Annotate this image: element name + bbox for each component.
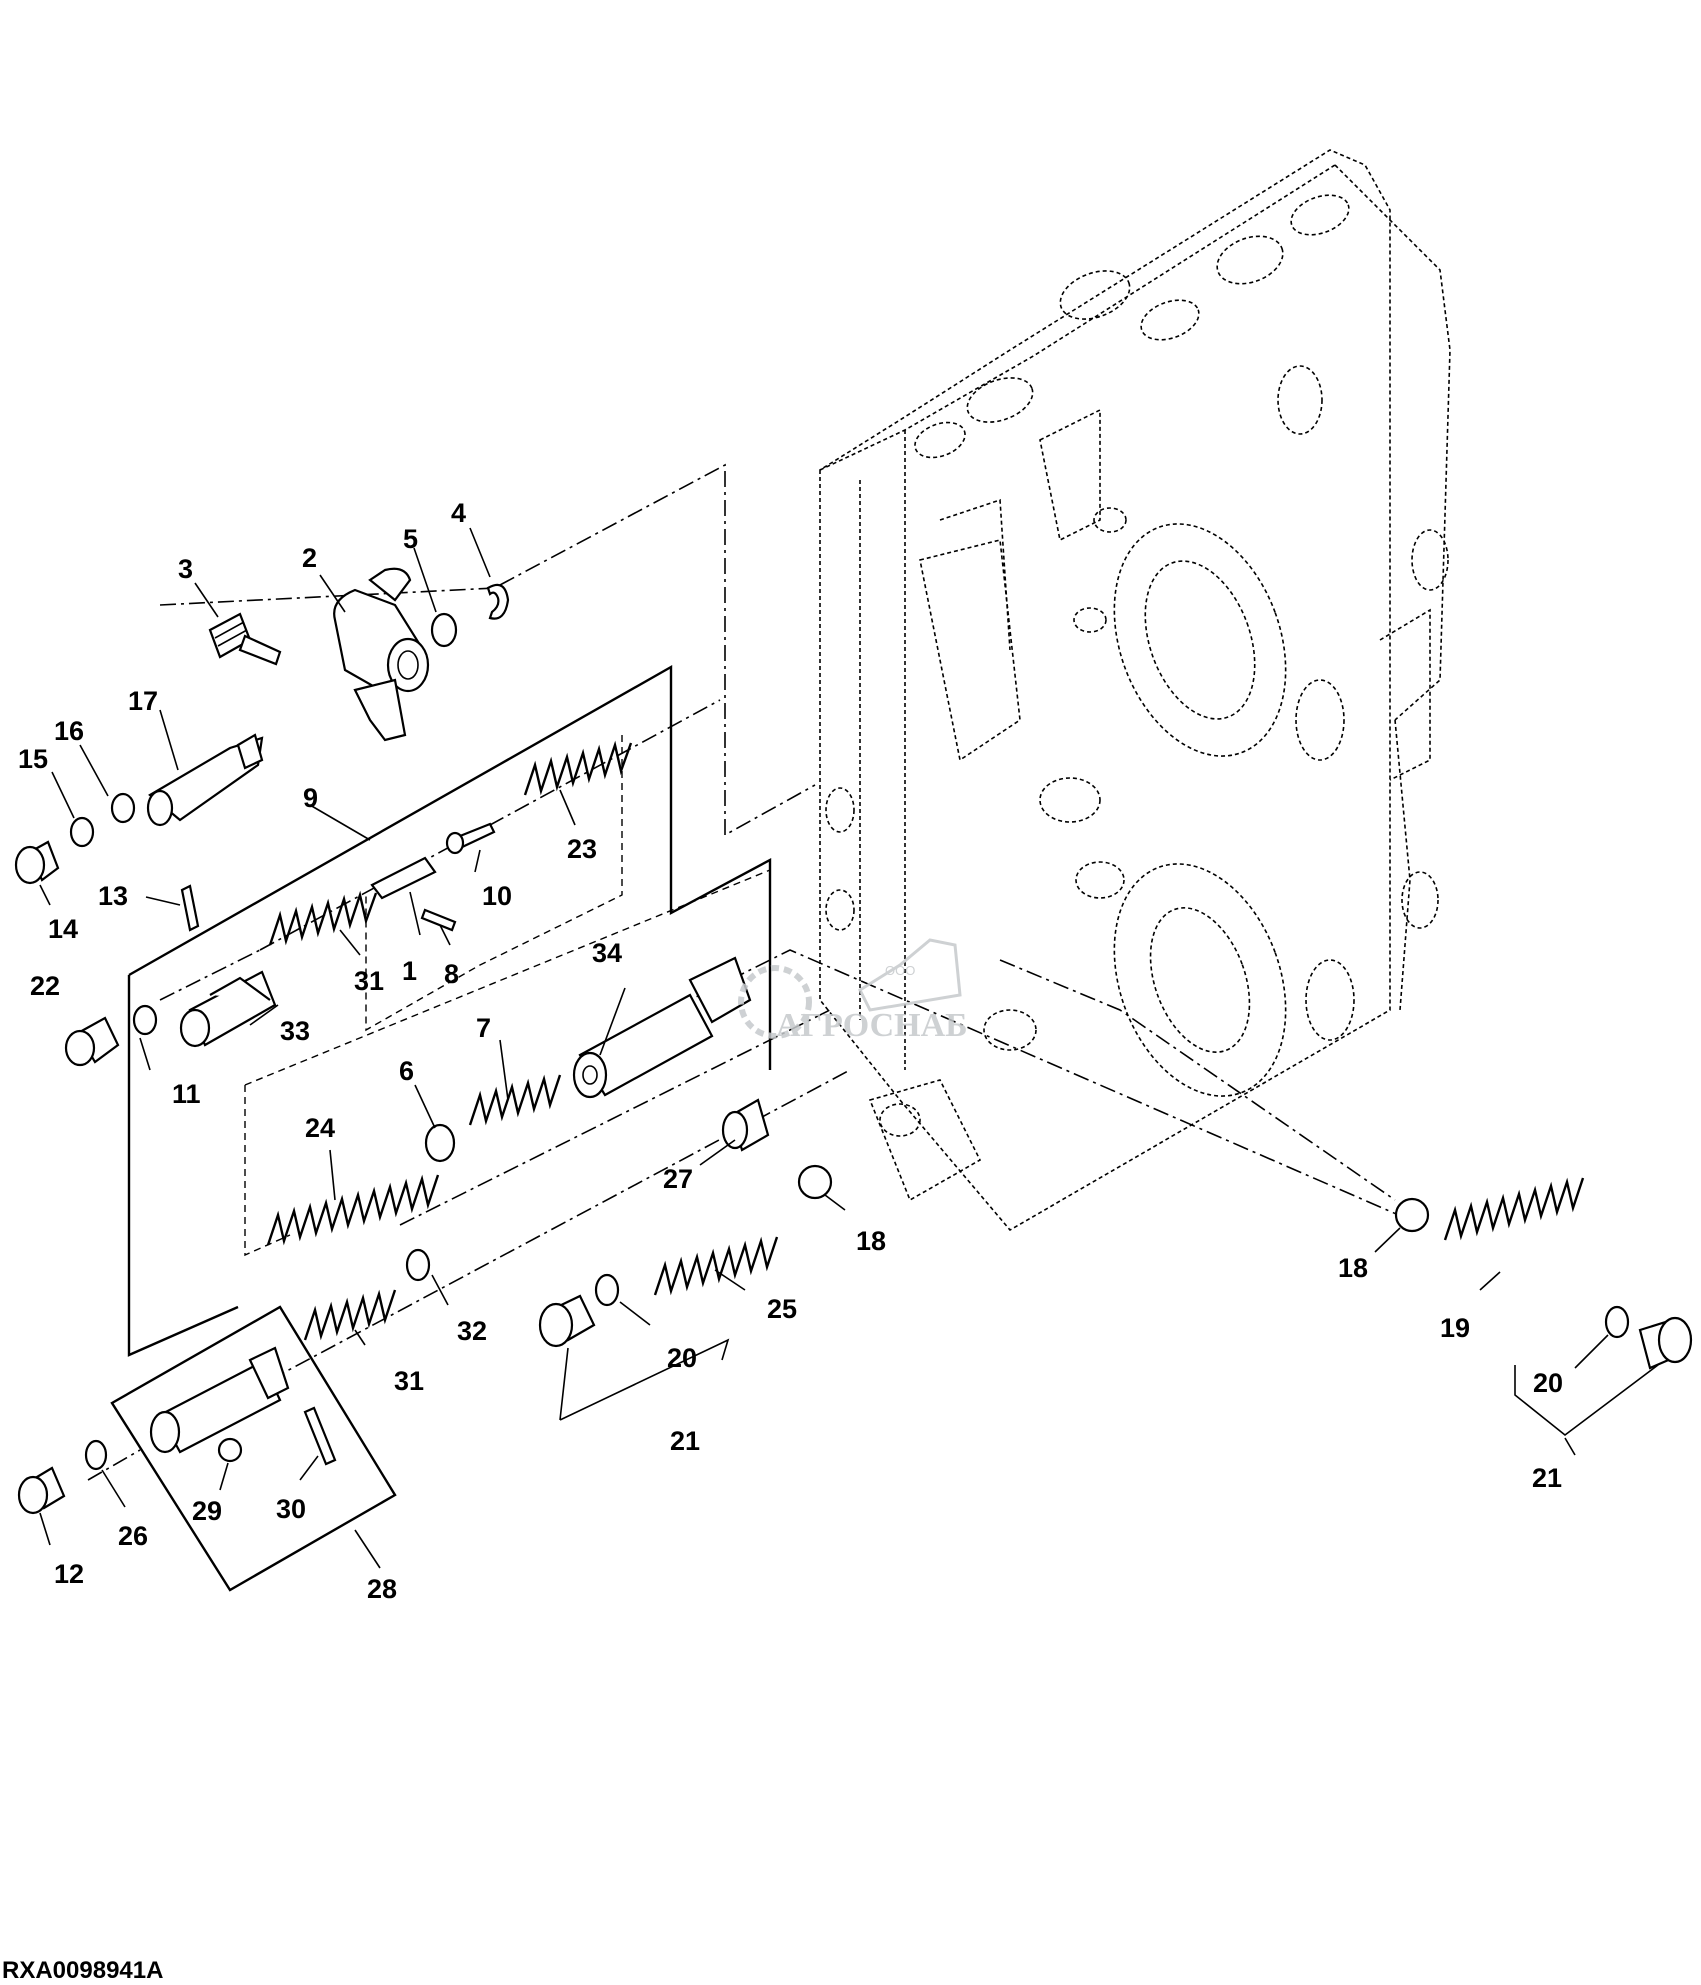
part-21-plug-right [1638, 1316, 1693, 1370]
part-13-pin [180, 884, 200, 932]
callout-21-center: 21 [670, 1426, 700, 1456]
part-34-spool [572, 956, 752, 1099]
part-26-o-ring [84, 1439, 108, 1471]
part-5-o-ring [430, 612, 458, 648]
part-19-spring [1443, 1177, 1585, 1241]
inner-dashed-boxes [244, 735, 771, 1257]
part-31-spring-upper [268, 890, 378, 946]
part-12-plug [17, 1466, 66, 1515]
callout-16: 16 [54, 716, 84, 746]
part-8-pin [420, 908, 457, 932]
callout-labels: 1 2 3 4 5 6 7 8 9 10 11 12 13 14 15 16 1… [18, 498, 1563, 1604]
callout-26: 26 [118, 1521, 148, 1551]
part-18-ball-right [1394, 1197, 1430, 1233]
part-27-bushing [721, 1098, 770, 1152]
part-3-screw [208, 612, 282, 666]
callout-31-lower: 31 [394, 1366, 424, 1396]
figure-id: RXA0098941A [2, 1957, 163, 1984]
part-33-spool [179, 970, 277, 1048]
callout-29: 29 [192, 1496, 222, 1526]
callout-8: 8 [444, 959, 459, 989]
part-10-pin [445, 822, 496, 855]
part-18-ball-center [797, 1164, 833, 1200]
callout-6: 6 [399, 1056, 414, 1086]
part-2-lever [333, 567, 430, 742]
watermark: ООО АГРОСНАБ [738, 938, 968, 1044]
callout-11: 11 [172, 1079, 201, 1109]
part-32-o-ring [405, 1248, 431, 1282]
callout-18-center: 18 [856, 1226, 886, 1256]
callout-13: 13 [98, 881, 128, 911]
part-24-spring [266, 1174, 440, 1246]
callout-21-right: 21 [1532, 1463, 1562, 1493]
callout-1: 1 [402, 956, 417, 986]
callout-33: 33 [280, 1016, 310, 1046]
part-29-ball [217, 1437, 243, 1463]
part-6-washer [424, 1123, 456, 1163]
assembly-frame-9 [127, 664, 772, 1357]
callout-17: 17 [128, 686, 158, 716]
callout-9: 9 [303, 783, 318, 813]
part-20-o-ring-right [1604, 1305, 1630, 1339]
callout-19: 19 [1440, 1313, 1470, 1343]
part-16-o-ring [110, 792, 136, 824]
valve-housing [819, 149, 1451, 1232]
part-7-spring [468, 1074, 562, 1126]
part-28-spool [149, 1346, 290, 1454]
callout-12: 12 [54, 1559, 84, 1589]
callout-20-right: 20 [1533, 1368, 1563, 1398]
callout-18-right: 18 [1338, 1253, 1368, 1283]
part-17-spool [146, 733, 264, 827]
callout-30: 30 [276, 1494, 306, 1524]
part-14-plug [14, 840, 60, 885]
part-20-o-ring-center [594, 1273, 620, 1307]
callout-22: 22 [30, 971, 60, 1001]
part-15-o-ring [69, 816, 95, 848]
callout-32: 32 [457, 1316, 487, 1346]
watermark-prefix: ООО [885, 963, 915, 978]
callout-25: 25 [767, 1294, 797, 1324]
part-21-plug-center [538, 1294, 596, 1348]
part-4-snap-ring [486, 583, 510, 620]
watermark-name: АГРОСНАБ [776, 1007, 968, 1044]
callout-24: 24 [305, 1113, 335, 1143]
callout-27: 27 [663, 1164, 693, 1194]
callout-20-center: 20 [667, 1343, 697, 1373]
callout-28: 28 [367, 1574, 397, 1604]
callout-14: 14 [48, 914, 78, 944]
part-31-spring-lower [303, 1289, 397, 1341]
leader-lines [39, 527, 1659, 1569]
assembly-frame-28 [110, 1305, 397, 1592]
part-22-plug [64, 1016, 120, 1067]
alignment-lines [87, 463, 1411, 1481]
callout-4: 4 [451, 498, 466, 528]
part-23-spring [523, 740, 633, 796]
callout-3: 3 [178, 554, 193, 584]
callout-10: 10 [482, 881, 512, 911]
callout-34: 34 [592, 938, 622, 968]
part-30-pin [303, 1406, 337, 1466]
callout-2: 2 [302, 543, 317, 573]
part-11-o-ring [132, 1004, 158, 1036]
part-25-spring [653, 1236, 779, 1296]
callout-23: 23 [567, 834, 597, 864]
callout-31-upper: 31 [354, 966, 384, 996]
callout-5: 5 [403, 524, 418, 554]
callout-15: 15 [18, 744, 48, 774]
part-1-sleeve [370, 856, 437, 900]
callout-7: 7 [476, 1013, 491, 1043]
